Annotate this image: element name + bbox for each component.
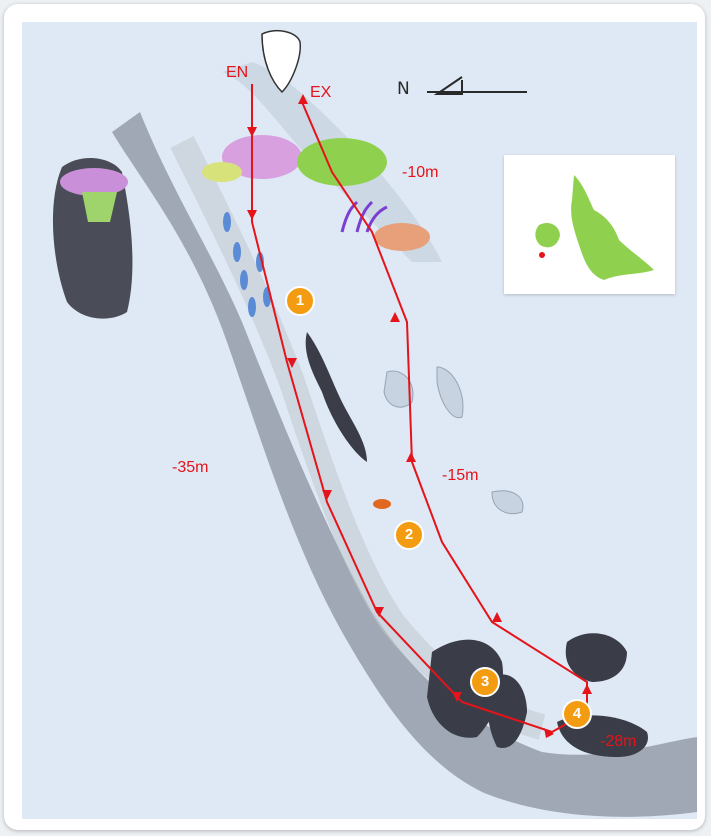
dive-site-map: EN EX N -10m -35m -15m -28m 1 2 3 4 <box>22 22 697 819</box>
coral-pink <box>222 135 302 179</box>
reef-wall <box>112 112 697 817</box>
map-card: EN EX N -10m -35m -15m -28m 1 2 3 4 <box>4 4 705 830</box>
coral-orange <box>374 223 430 251</box>
waypoint-4: 4 <box>562 699 592 729</box>
rock-3a <box>427 639 503 738</box>
fish-school <box>223 212 271 317</box>
crevice-1 <box>305 332 367 462</box>
coral-purple <box>340 200 388 233</box>
depth-label-15m: -15m <box>442 467 479 484</box>
waypoint-3: 3 <box>470 667 500 697</box>
coral-yellow <box>202 162 242 182</box>
compass-icon <box>427 76 527 95</box>
depth-label-35m: -35m <box>172 459 209 476</box>
rock-4a <box>565 633 627 682</box>
depth-label-28m: -28m <box>600 733 637 750</box>
map-illustration <box>52 30 697 817</box>
depth-label-10m: -10m <box>402 164 439 181</box>
coral-green <box>297 138 387 186</box>
north-label: N <box>397 79 410 99</box>
site-dot <box>539 252 545 258</box>
entry-label: EN <box>226 64 249 81</box>
route-path <box>251 84 588 734</box>
main-island <box>571 175 654 280</box>
waypoint-1: 1 <box>285 286 315 316</box>
island-map <box>535 175 654 280</box>
rock-3b <box>487 674 527 748</box>
fish-icon <box>373 499 391 509</box>
exit-label: EX <box>310 84 332 101</box>
waypoint-2: 2 <box>394 520 424 550</box>
location-inset-map <box>504 155 675 294</box>
boat-icon <box>261 30 301 94</box>
small-island <box>535 223 560 248</box>
